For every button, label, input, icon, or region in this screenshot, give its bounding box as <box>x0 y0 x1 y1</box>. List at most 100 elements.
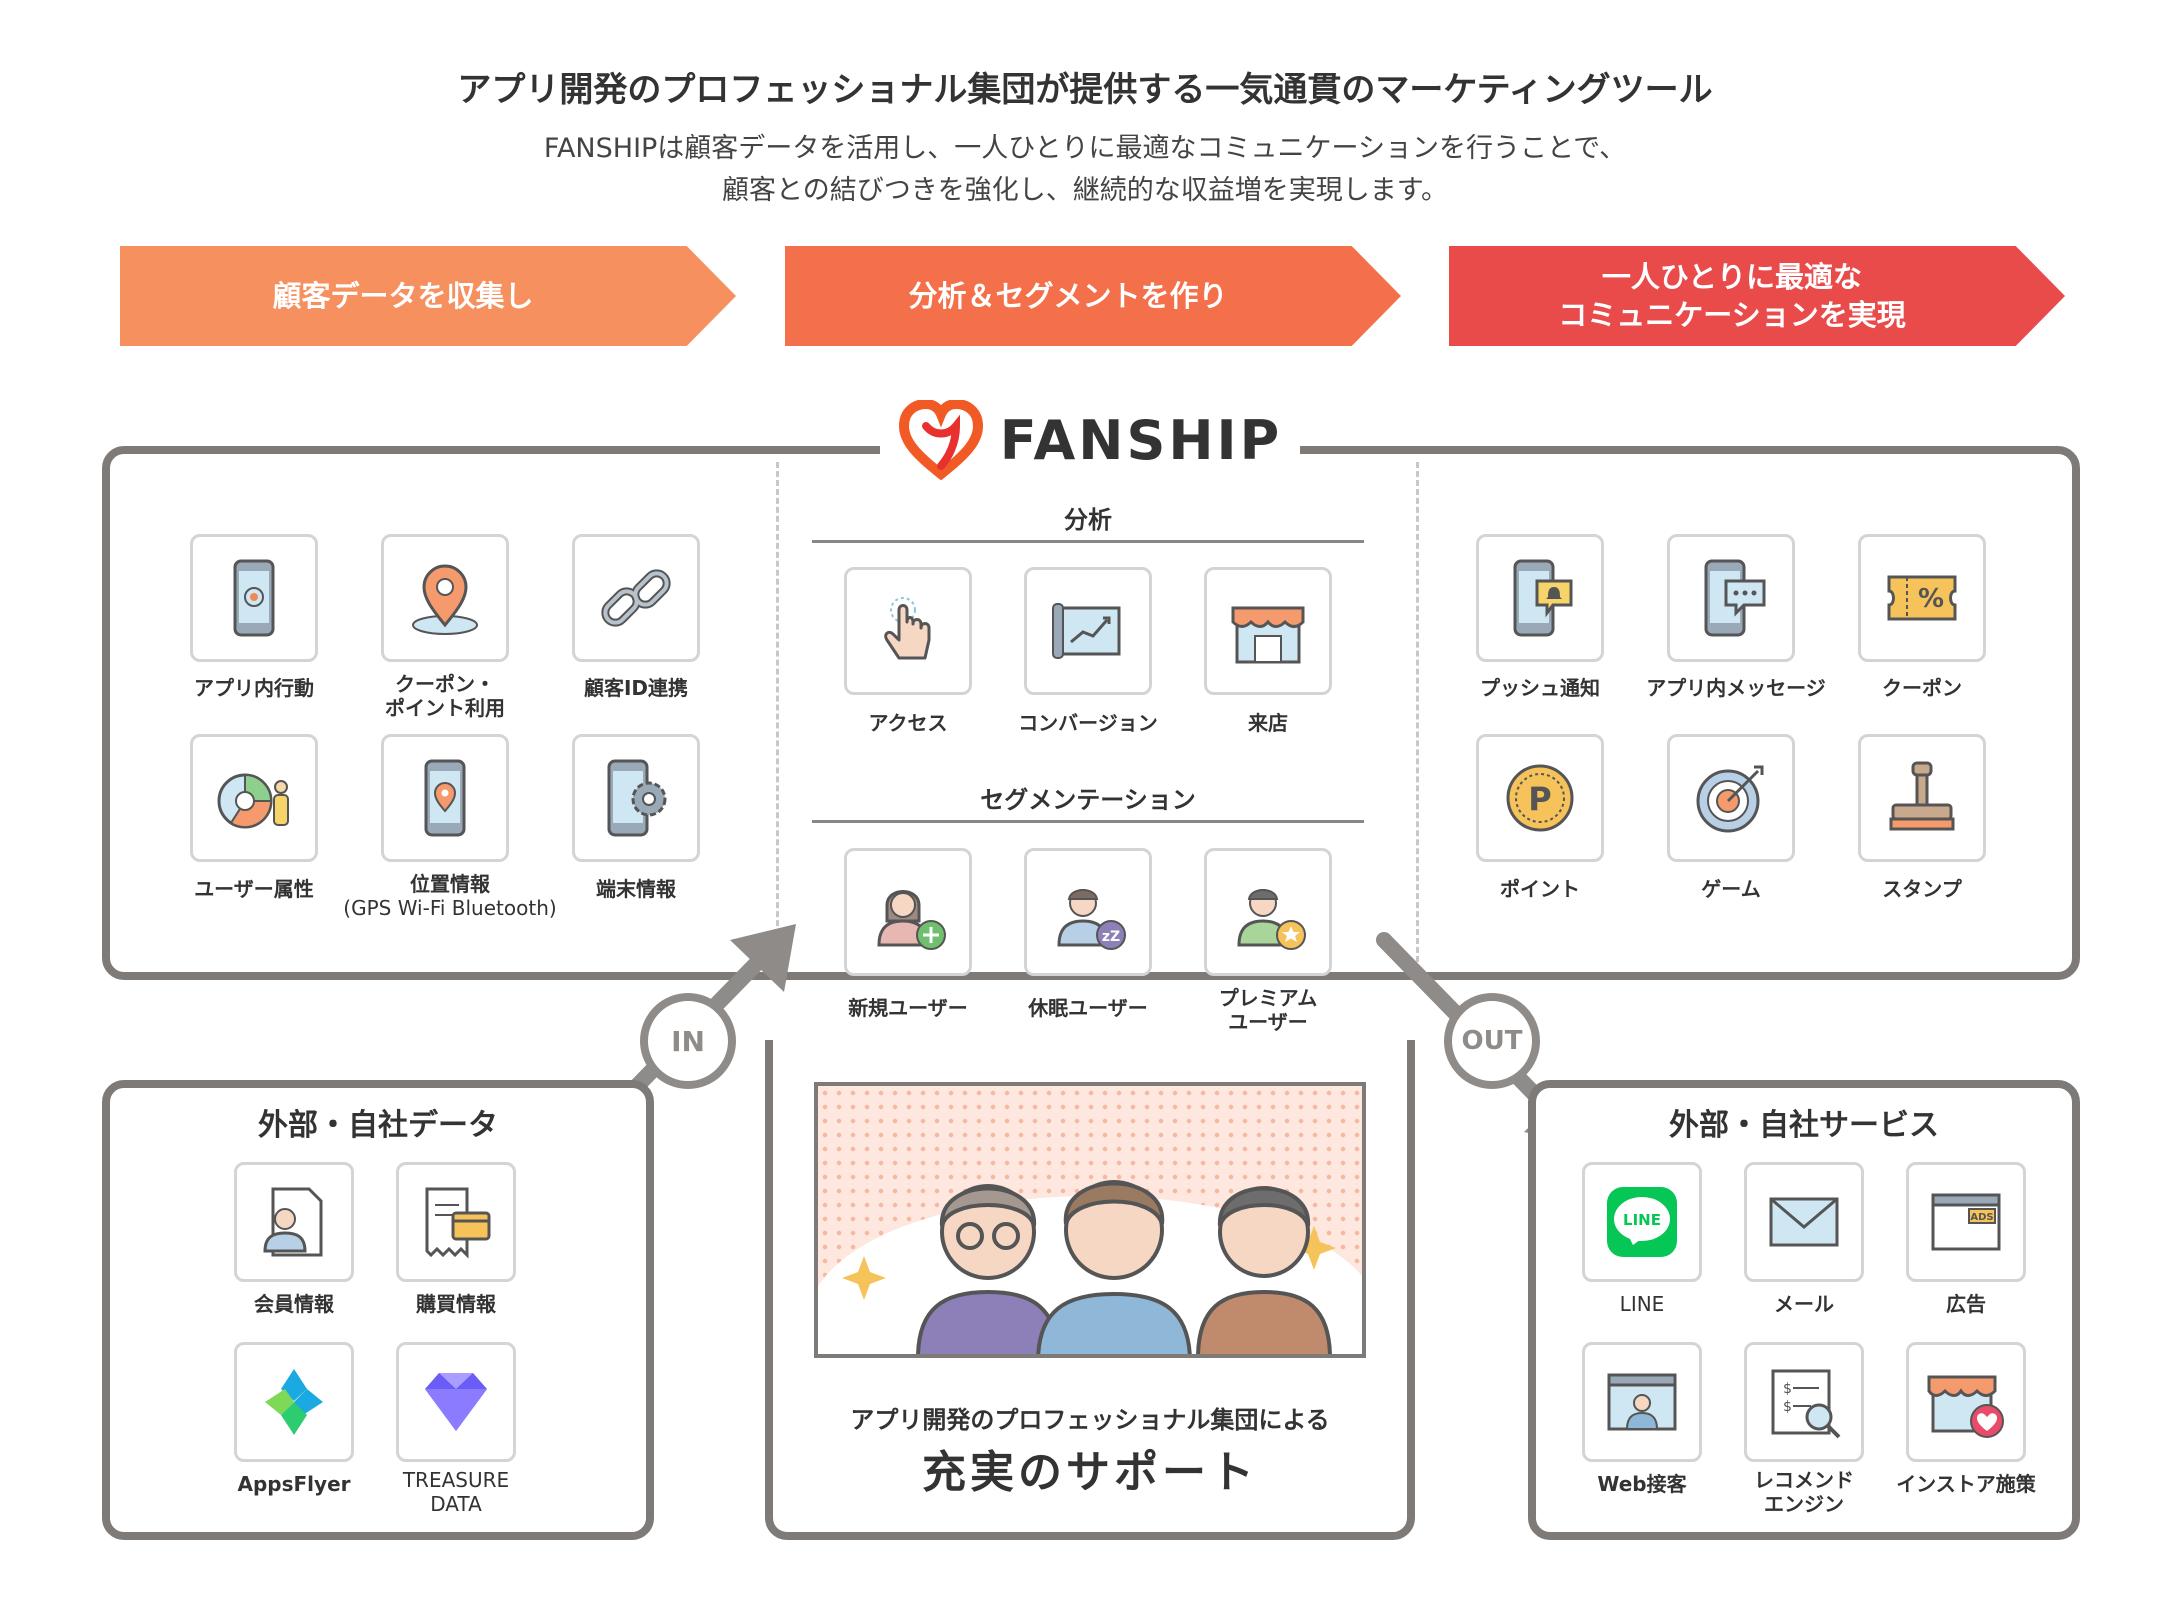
tile-recommend-engine: $$ <box>1744 1342 1864 1462</box>
label-location-info-line-1: 位置情報 <box>410 872 490 896</box>
label-customer-id-link: 顧客ID連携 <box>583 676 689 700</box>
tile-premium-user <box>1204 848 1332 976</box>
pie-user-icon <box>217 773 289 829</box>
label-in-app-message: アプリ内メッセージ <box>1646 676 1826 700</box>
tile-access <box>844 567 972 695</box>
line-logo-icon: LINE <box>1607 1187 1677 1257</box>
external-data-title: 外部・自社データ <box>258 1108 498 1143</box>
label-line: LINE <box>1619 1292 1665 1316</box>
dormant-user-icon: zZ <box>1057 889 1126 950</box>
tile-treasure-data <box>396 1342 516 1462</box>
divider-left <box>776 462 779 962</box>
step-communicate-line-1: 一人ひとりに最適な <box>1601 260 1863 294</box>
tile-coupon: % <box>1858 534 1986 662</box>
description-line-2: 顧客との結びつきを強化し、継続的な収益増を実現します。 <box>721 175 1449 206</box>
tile-push-notification <box>1476 534 1604 662</box>
tile-web-engagement <box>1582 1342 1702 1462</box>
label-coupon-point-usage-line-1: クーポン・ <box>395 672 495 696</box>
tile-point: P <box>1476 734 1604 862</box>
tile-in-app-behavior <box>190 534 318 662</box>
tile-instore <box>1906 1342 2026 1462</box>
tap-hand-icon <box>884 597 931 660</box>
support-illustration <box>814 1082 1366 1358</box>
chain-link-icon <box>601 569 671 627</box>
fanship-logo-text: FANSHIP <box>999 408 1283 472</box>
svg-text:LINE: LINE <box>1623 1211 1661 1229</box>
label-appsflyer: AppsFlyer <box>237 1472 351 1496</box>
label-mail: メール <box>1774 1292 1834 1316</box>
support-subtitle: アプリ開発のプロフェッショナル集団による <box>850 1406 1330 1434</box>
target-dart-icon <box>1696 765 1764 833</box>
label-game: ゲーム <box>1701 877 1761 901</box>
divider-right <box>1416 462 1419 962</box>
label-premium-user: プレミアムユーザー <box>1158 986 1378 1034</box>
phone-gear-icon <box>607 759 667 837</box>
in-badge: IN <box>640 993 736 1089</box>
label-dormant-user: 休眠ユーザー <box>1028 996 1148 1020</box>
tile-device-info <box>572 734 700 862</box>
section-title-analysis: 分析 <box>1064 506 1112 534</box>
svg-text:$: $ <box>1783 1399 1792 1415</box>
stamp-icon <box>1889 761 1955 831</box>
tile-customer-id-link <box>572 534 700 662</box>
label-coupon-point-usage-line-2: ポイント利用 <box>385 696 505 720</box>
recommend-search-icon: $$ <box>1771 1369 1841 1439</box>
tile-appsflyer <box>234 1342 354 1462</box>
description-line-1: FANSHIPは顧客データを活用し、一人ひとりに最適なコミュニケーションを行うこ… <box>543 133 1627 164</box>
tile-location-info <box>381 734 509 862</box>
label-ads: 広告 <box>1946 1292 1986 1316</box>
member-doc-icon <box>263 1187 323 1257</box>
label-stamp: スタンプ <box>1882 877 1962 901</box>
phone-chat-icon <box>1704 559 1766 637</box>
label-premium-user-line-2: ユーザー <box>1228 1010 1308 1034</box>
phone-location-icon <box>424 759 466 837</box>
label-in-app-behavior: アプリ内行動 <box>194 676 314 700</box>
tile-new-user <box>844 848 972 976</box>
external-data-panel <box>102 1080 654 1540</box>
label-user-attributes: ユーザー属性 <box>194 877 314 901</box>
label-web-engagement: Web接客 <box>1597 1472 1687 1496</box>
label-purchase-info: 購買情報 <box>416 1292 496 1316</box>
tile-coupon-point-usage <box>381 534 509 662</box>
label-new-user: 新規ユーザー <box>848 996 968 1020</box>
label-treasure-data-line-2: DATA <box>430 1492 482 1516</box>
tile-store-visit <box>1204 567 1332 695</box>
treasure-data-gem-icon <box>425 1373 487 1431</box>
map-pin-icon <box>412 564 478 635</box>
web-operator-icon <box>1607 1373 1677 1431</box>
label-store-visit: 来店 <box>1248 711 1288 735</box>
step-collect: 顧客データを収集し <box>120 246 736 346</box>
tile-user-attributes <box>190 734 318 862</box>
segmentation-underline <box>812 820 1364 823</box>
new-user-icon <box>877 890 946 950</box>
tile-member-info <box>234 1162 354 1282</box>
premium-user-icon <box>1237 889 1306 950</box>
external-services-title: 外部・自社サービス <box>1669 1108 1939 1143</box>
label-coupon-point-usage: クーポン・ポイント利用 <box>335 672 555 720</box>
label-coupon: クーポン <box>1882 676 1962 700</box>
svg-text:zZ: zZ <box>1102 929 1120 945</box>
phone-bell-icon <box>1513 559 1573 637</box>
tile-stamp <box>1858 734 1986 862</box>
chart-blueprint-icon <box>1052 603 1121 659</box>
out-badge: OUT <box>1444 993 1540 1089</box>
svg-text:P: P <box>1528 780 1551 818</box>
storefront-icon <box>1231 606 1305 664</box>
label-member-info: 会員情報 <box>254 1292 334 1316</box>
headline: アプリ開発のプロフェッショナル集団が提供する一気通貫のマーケティングツール <box>457 70 1713 110</box>
label-location-info-line-2: (GPS Wi-Fi Bluetooth) <box>343 896 557 920</box>
fanship-logo: FANSHIP <box>880 395 1300 485</box>
step-communicate-line-2: コミュニケーションを実現 <box>1558 298 1906 332</box>
tile-purchase-info <box>396 1162 516 1282</box>
label-premium-user-line-1: プレミアム <box>1218 986 1318 1010</box>
step-analyze: 分析＆セグメントを作り <box>785 246 1401 346</box>
svg-text:ADS: ADS <box>1970 1212 1993 1223</box>
external-services-panel <box>1528 1080 2080 1540</box>
tile-game <box>1667 734 1795 862</box>
section-title-segmentation: セグメンテーション <box>980 786 1196 814</box>
tile-line: LINE <box>1582 1162 1702 1282</box>
label-device-info: 端末情報 <box>596 877 676 901</box>
label-recommend-engine-line-2: エンジン <box>1764 1492 1844 1516</box>
ads-window-icon: ADS <box>1931 1193 2001 1251</box>
